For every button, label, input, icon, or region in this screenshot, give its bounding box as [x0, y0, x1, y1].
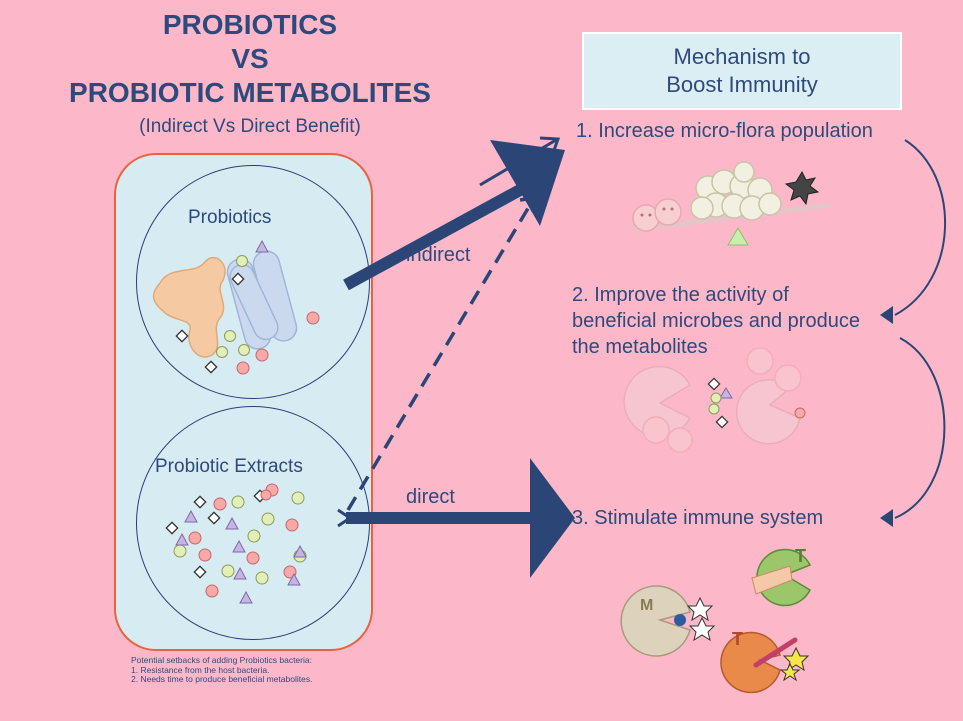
step-2: 2. Improve the activity of beneficial mi…: [572, 284, 860, 358]
step2-metabolites: [707, 377, 806, 429]
direct-label: direct: [406, 486, 455, 508]
indirect-arrow: [343, 136, 565, 291]
title-line-2: VS: [231, 43, 269, 74]
extracts-contents: [165, 483, 307, 604]
dashed-arrow: [346, 195, 535, 511]
mechanism-header: Mechanism to Boost Immunity: [582, 32, 902, 110]
svg-text:T: T: [795, 546, 806, 566]
probiotics-label: Probiotics: [188, 207, 272, 228]
svg-text:T: T: [732, 629, 743, 649]
probiotics-contents: [152, 239, 320, 375]
footnote-heading: Potential setbacks of adding Probiotics …: [131, 655, 312, 665]
probiotic-extracts-label: Probiotic Extracts: [155, 456, 303, 477]
step2-illustration: [623, 347, 802, 453]
step-connector-arrows: [880, 139, 946, 527]
title-block: PROBIOTICS VS PROBIOTIC METABOLITES (Ind…: [40, 8, 460, 138]
title-line-1: PROBIOTICS: [162, 9, 338, 40]
footnote-item-2: 2. Needs time to produce beneficial meta…: [131, 674, 313, 684]
svg-text:M: M: [640, 597, 653, 614]
subtitle: (Indirect Vs Direct Benefit): [139, 116, 361, 137]
footnote-item-1: 1. Resistance from the host bacteria.: [131, 664, 270, 675]
footnote: Potential setbacks of adding Probiotics …: [131, 655, 313, 685]
title-line-3: PROBIOTIC METABOLITES: [69, 77, 431, 108]
direct-arrow: [337, 458, 575, 578]
step-1: 1. Increase micro-flora population: [576, 120, 873, 142]
indirect-label: indirect: [406, 244, 471, 266]
step3-illustration: T M T: [620, 546, 812, 694]
step-3: 3. Stimulate immune system: [572, 507, 824, 529]
step1-illustration: [632, 161, 831, 246]
